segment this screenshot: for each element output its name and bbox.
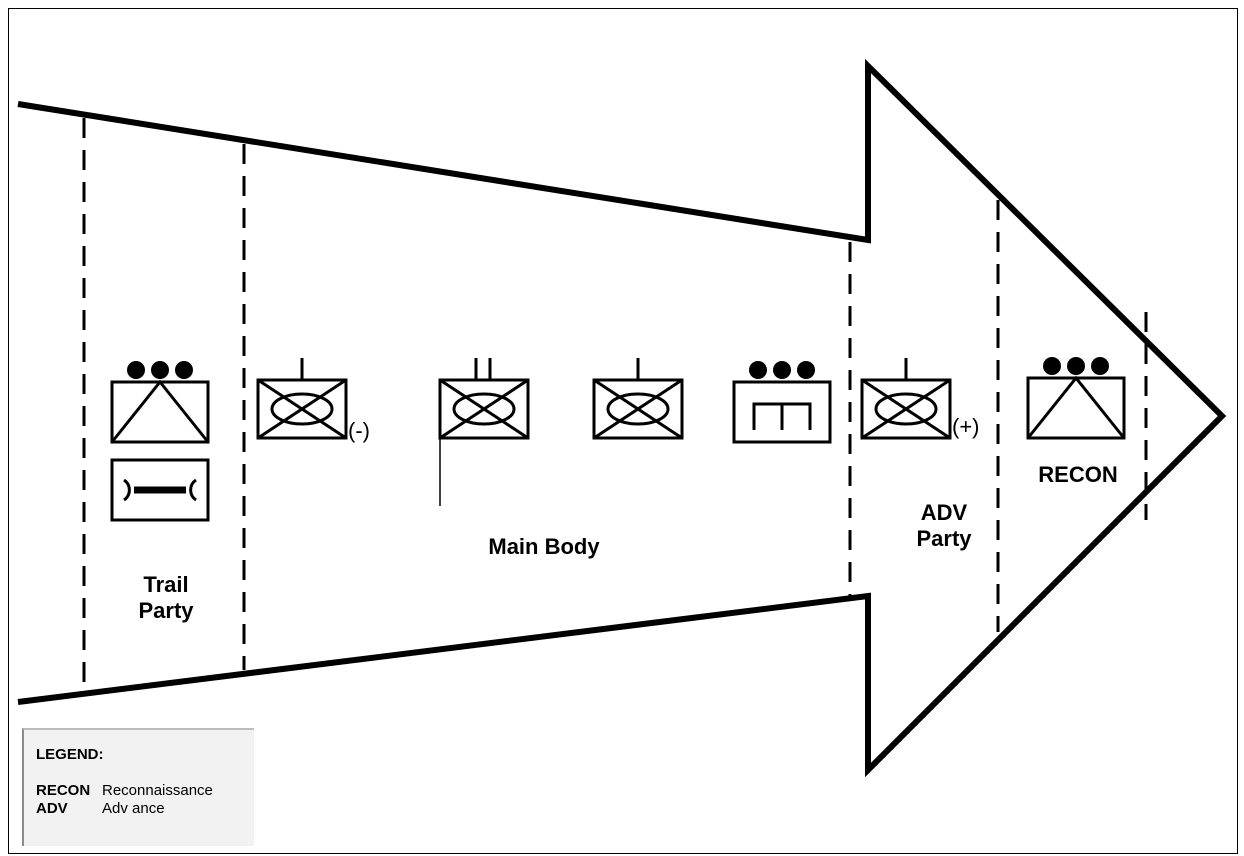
adv-party-line2: Party: [916, 526, 972, 551]
maintenance-wrench-unit-icon: [110, 458, 210, 522]
armor-battalion-icon: [438, 358, 530, 506]
section-dividers: [82, 118, 1148, 692]
legend-title: LEGEND:: [36, 746, 104, 763]
recon-label: RECON: [1038, 462, 1118, 487]
adv-party-label: ADV Party: [904, 500, 984, 552]
diagram-frame: [8, 8, 1238, 854]
engineer-battalion-icon: [732, 361, 832, 444]
arrow-outline: [17, 58, 1227, 778]
armor-company-icon: [592, 358, 684, 440]
minus-modifier-label: (-): [348, 418, 370, 443]
trail-battalion-unit-icon: [110, 361, 210, 444]
legend-meaning: Reconnaissance: [102, 782, 213, 799]
legend-row-adv: ADV Adv ance: [36, 800, 165, 817]
legend-meaning: Adv ance: [102, 800, 165, 817]
main-body-label: Main Body: [488, 534, 600, 559]
legend-row-recon: RECON Reconnaissance: [36, 782, 213, 799]
legend-box: LEGEND: RECON Reconnaissance ADV Adv ance: [22, 728, 254, 846]
plus-modifier-label: (+): [952, 414, 980, 439]
trail-party-label: Trail Party: [134, 572, 198, 624]
trail-party-line1: Trail: [143, 572, 189, 597]
legend-abbr: ADV: [36, 800, 68, 817]
adv-party-line1: ADV: [920, 500, 968, 525]
recon-battalion-unit-icon: [1026, 357, 1126, 440]
trail-party-line2: Party: [138, 598, 194, 623]
armor-company-plus-icon: [860, 358, 952, 440]
armor-company-minus-icon: [256, 358, 348, 440]
legend-abbr: RECON: [36, 782, 91, 799]
